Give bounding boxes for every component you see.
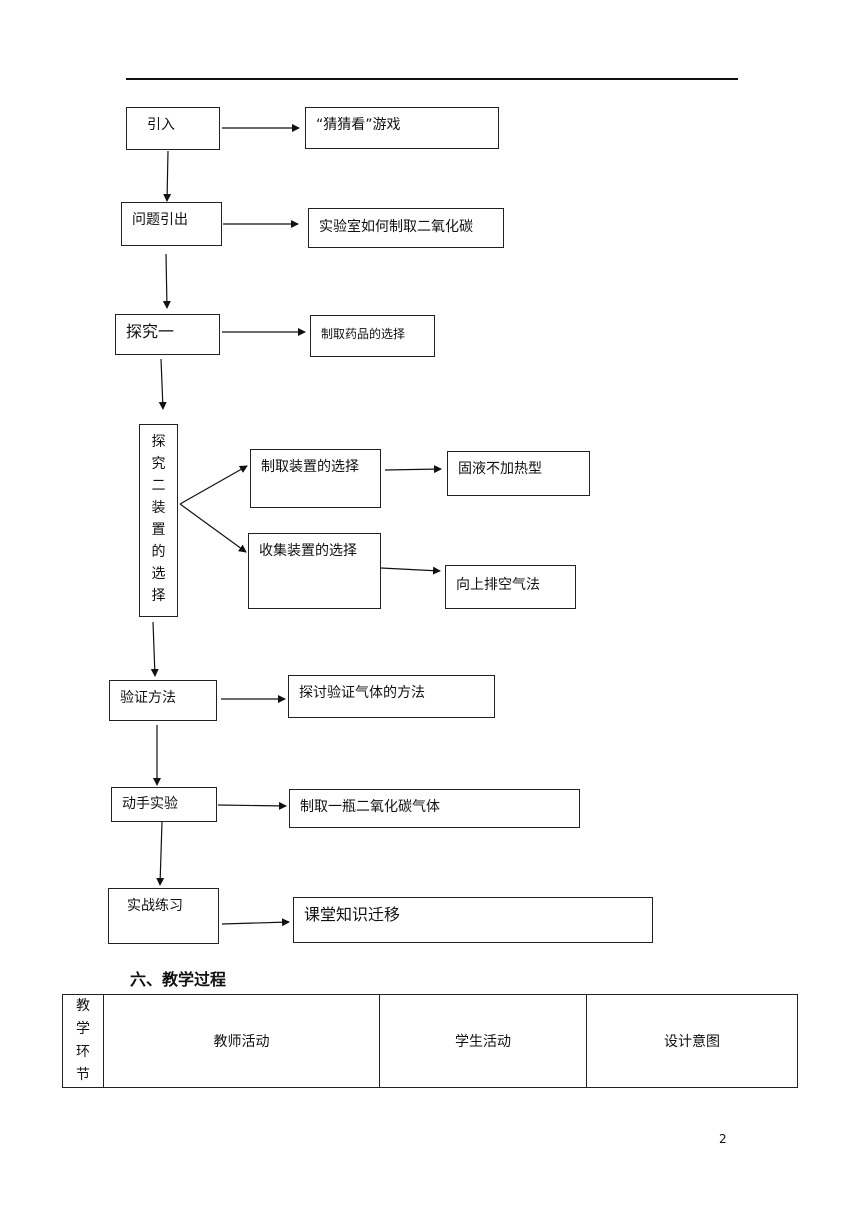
step-verify: 验证方法 xyxy=(109,680,217,721)
result-guess-game: “猜猜看”游戏 xyxy=(305,107,499,149)
explore-two-char: 究 xyxy=(151,456,166,472)
explore-two-char: 装 xyxy=(151,500,166,516)
arrow-practice xyxy=(221,918,290,927)
teaching-process-table: 教 学 环 节 教师活动 学生活动 设计意图 xyxy=(62,994,798,1088)
explore-two-char: 择 xyxy=(151,588,166,604)
stage-char: 学 xyxy=(76,1021,90,1037)
arrow-down-4 xyxy=(150,621,159,677)
arrow-branch-lower xyxy=(179,503,247,553)
header-rule xyxy=(126,78,738,80)
result-upward-air: 向上排空气法 xyxy=(445,565,576,609)
arrow-experiment xyxy=(217,801,287,810)
arrow-down-1 xyxy=(163,150,172,202)
stage-char: 环 xyxy=(76,1044,90,1060)
arrow-down-2 xyxy=(162,253,171,309)
stage-char: 节 xyxy=(76,1067,90,1083)
branch-prep-device: 制取装置的选择 xyxy=(250,449,381,508)
result-make-co2-bottle: 制取一瓶二氧化碳气体 xyxy=(289,789,580,828)
flow-arrows xyxy=(150,124,442,927)
result-verify-gas: 探讨验证气体的方法 xyxy=(288,675,495,718)
branch-collect-device: 收集装置的选择 xyxy=(248,533,381,609)
result-solid-liquid: 固液不加热型 xyxy=(447,451,590,496)
result-how-to-make-co2: 实验室如何制取二氧化碳 xyxy=(308,208,504,248)
arrow-collect-device xyxy=(380,566,441,575)
arrow-down-3 xyxy=(158,358,167,410)
explore-two-char: 探 xyxy=(151,434,166,450)
header-student-activity: 学生活动 xyxy=(379,994,587,1088)
step-explore-two: 探 究 二 装 置 的 选 择 xyxy=(139,424,178,617)
arrow-prep-device xyxy=(384,465,442,474)
explore-two-char: 置 xyxy=(151,522,166,538)
arrow-down-6 xyxy=(156,821,165,886)
arrow-branch-upper xyxy=(179,465,248,505)
table-header-row: 教 学 环 节 教师活动 学生活动 设计意图 xyxy=(62,994,798,1088)
step-explore-one: 探究一 xyxy=(115,314,220,355)
explore-two-char: 二 xyxy=(151,478,166,494)
header-design-intent: 设计意图 xyxy=(586,994,798,1088)
explore-two-char: 的 xyxy=(151,544,166,560)
header-teaching-stage: 教 学 环 节 xyxy=(62,994,104,1088)
explore-two-char: 选 xyxy=(151,566,166,582)
step-question: 问题引出 xyxy=(121,202,222,246)
step-intro: 引入 xyxy=(126,107,220,150)
step-practice: 实战练习 xyxy=(108,888,219,944)
section-heading: 六、教学过程 xyxy=(130,970,227,989)
stage-char: 教 xyxy=(76,998,90,1014)
result-knowledge-transfer: 课堂知识迁移 xyxy=(293,897,653,943)
step-experiment: 动手实验 xyxy=(111,787,217,822)
header-teacher-activity: 教师活动 xyxy=(103,994,380,1088)
result-reagent-choice: 制取药品的选择 xyxy=(310,315,435,357)
page-number: 2 xyxy=(719,1132,727,1146)
